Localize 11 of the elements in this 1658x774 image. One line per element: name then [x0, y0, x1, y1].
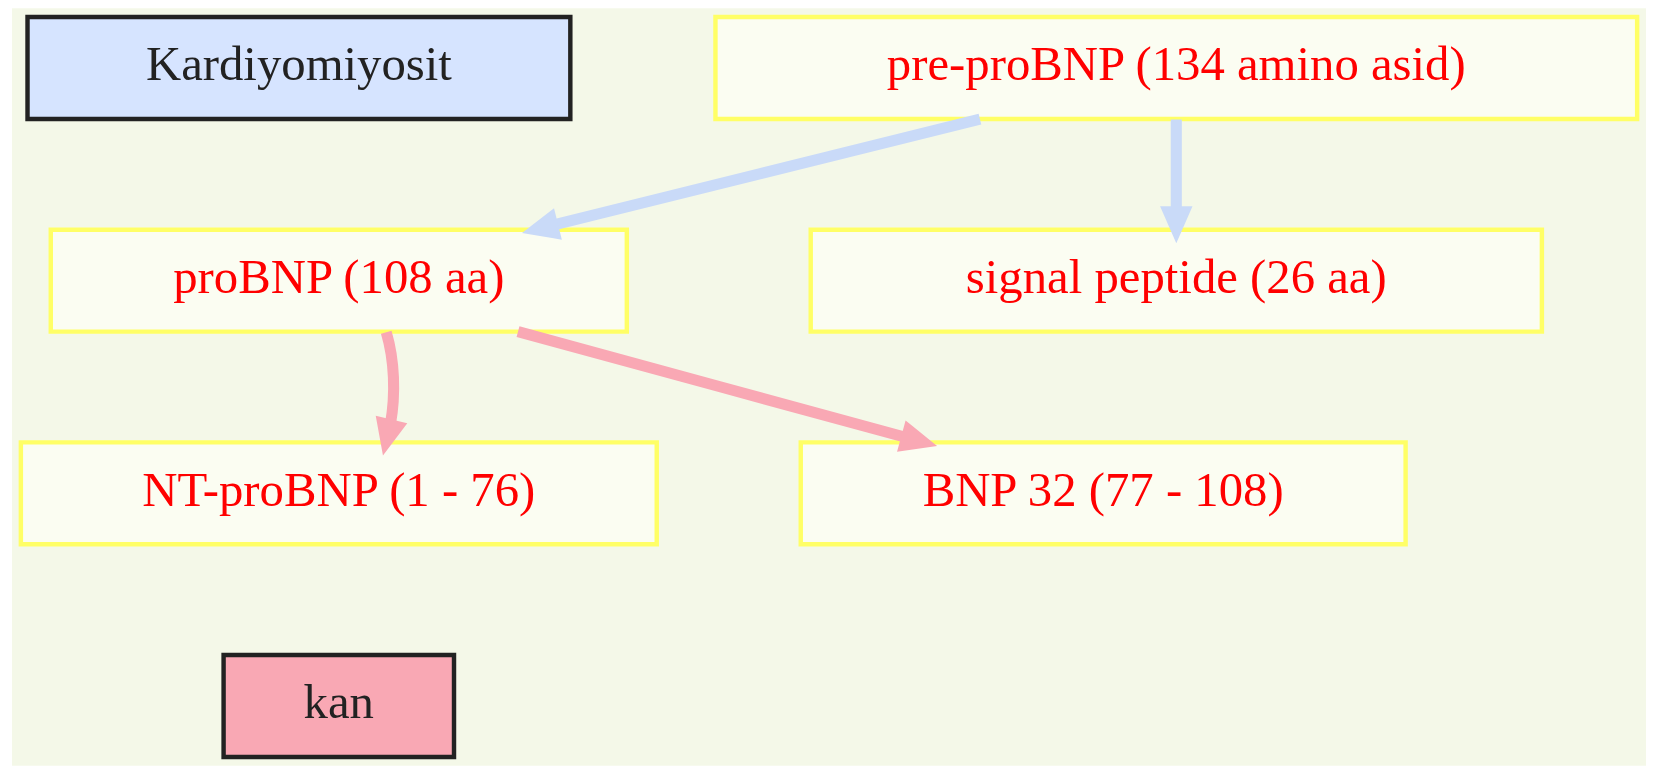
arrow: [516, 326, 938, 452]
arrow: [1160, 119, 1193, 244]
node-box: pre-proBNP (134 amino asid): [713, 14, 1640, 122]
node-box: signal peptide (26 aa): [808, 227, 1545, 334]
node-box: Kardiyomiyosit: [25, 14, 573, 122]
arrow: [521, 113, 982, 240]
arrow: [375, 330, 408, 456]
node-box: NT-proBNP (1 - 76): [18, 440, 659, 547]
node-box: kan: [221, 652, 457, 760]
node-box: BNP 32 (77 - 108): [798, 440, 1408, 547]
node-box: proBNP (108 aa): [48, 227, 630, 334]
